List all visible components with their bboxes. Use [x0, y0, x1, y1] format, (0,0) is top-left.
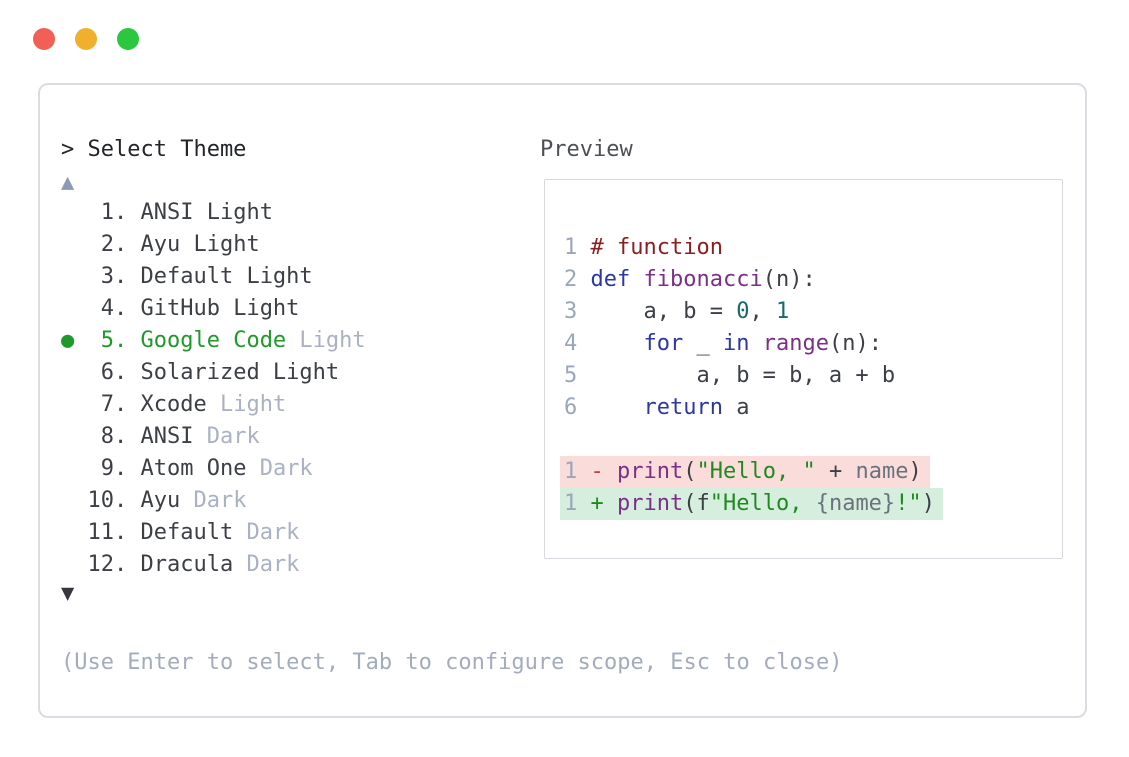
theme-label-segment: Xcode — [140, 392, 207, 417]
theme-label-segment: Default Light — [140, 264, 313, 289]
line-number: 3 — [564, 299, 591, 324]
bullet-spacer — [61, 520, 88, 545]
theme-label-segment: Solarized Light — [140, 360, 340, 385]
bullet-spacer — [61, 392, 88, 417]
theme-number: 9. — [87, 456, 141, 481]
theme-option[interactable]: 8. ANSI Dark — [61, 421, 366, 453]
theme-label-segment: Light — [206, 392, 287, 417]
theme-label-segment: Dark — [246, 456, 313, 481]
code-line: 1 + print(f"Hello, {name}!") — [560, 488, 943, 520]
theme-label-segment: Default — [140, 520, 234, 545]
theme-label-segment: Dark — [180, 488, 247, 513]
theme-option[interactable]: 2. Ayu Light — [61, 229, 366, 261]
theme-number: 3. — [87, 264, 141, 289]
zoom-button[interactable] — [117, 28, 139, 50]
theme-number: 7. — [87, 392, 141, 417]
line-number: 5 — [564, 363, 591, 388]
theme-option[interactable]: 7. Xcode Light — [61, 389, 366, 421]
bullet-spacer — [61, 552, 88, 577]
theme-number: 11. — [87, 520, 141, 545]
theme-option[interactable]: 12. Dracula Dark — [61, 549, 366, 581]
code-line: 3 a, b = 0, 1 — [564, 299, 790, 324]
selected-bullet-icon: ● — [61, 328, 88, 353]
theme-option[interactable]: 6. Solarized Light — [61, 357, 366, 389]
line-number: 1 — [564, 459, 591, 484]
line-number: 6 — [564, 395, 591, 420]
minimize-button[interactable] — [75, 28, 97, 50]
close-button[interactable] — [33, 28, 55, 50]
theme-label-segment: GitHub Light — [140, 296, 300, 321]
theme-label-segment: Google Code — [140, 328, 287, 353]
bullet-spacer — [61, 360, 88, 385]
theme-option[interactable]: 1. ANSI Light — [61, 197, 366, 229]
theme-label-segment: ANSI Light — [140, 200, 273, 225]
bullet-spacer — [61, 264, 88, 289]
theme-option[interactable]: 11. Default Dark — [61, 517, 366, 549]
theme-label-segment: Atom One — [140, 456, 247, 481]
theme-label-segment: Ayu Light — [140, 232, 260, 257]
theme-number: 12. — [87, 552, 141, 577]
theme-option[interactable]: 9. Atom One Dark — [61, 453, 366, 485]
code-line: 1 - print("Hello, " + name) — [560, 456, 943, 488]
dialog-title: > Select Theme — [61, 137, 247, 162]
theme-option[interactable]: 3. Default Light — [61, 261, 366, 293]
theme-label-segment: Dark — [193, 424, 260, 449]
bullet-spacer — [61, 232, 88, 257]
theme-number: 10. — [87, 488, 141, 513]
code-line: 1 # function — [564, 235, 723, 260]
footer-hint: (Use Enter to select, Tab to configure s… — [61, 650, 843, 675]
line-number: 1 — [564, 235, 591, 260]
theme-label-segment: Ayu — [140, 488, 181, 513]
code-line: 6 return a — [564, 395, 750, 420]
bullet-spacer — [61, 424, 88, 449]
theme-option[interactable]: 10. Ayu Dark — [61, 485, 366, 517]
theme-list: 1. ANSI Light 2. Ayu Light 3. Default Li… — [61, 197, 366, 581]
line-number: 2 — [564, 267, 591, 292]
traffic-lights — [33, 28, 139, 50]
bullet-spacer — [61, 200, 88, 225]
theme-number: 8. — [87, 424, 141, 449]
theme-number: 1. — [87, 200, 141, 225]
preview-label: Preview — [540, 137, 633, 162]
theme-label-segment: Dark — [233, 552, 300, 577]
code-line: 4 for _ in range(n): — [564, 331, 882, 356]
code-line: 5 a, b = b, a + b — [564, 363, 896, 388]
code-line — [564, 424, 943, 456]
theme-number: 5. — [87, 328, 141, 353]
bullet-spacer — [61, 296, 88, 321]
bullet-spacer — [61, 456, 88, 481]
theme-label-segment: Dracula — [140, 552, 234, 577]
preview-pane: 1 # function 2 def fibonacci(n): 3 a, b = … — [544, 179, 1063, 559]
code-line: 2 def fibonacci(n): — [564, 267, 816, 292]
theme-number: 6. — [87, 360, 141, 385]
theme-label-segment: ANSI — [140, 424, 194, 449]
theme-number: 2. — [87, 232, 141, 257]
theme-label-segment: Light — [286, 328, 366, 353]
line-number: 1 — [564, 491, 591, 516]
scroll-down-icon[interactable]: ▼ — [61, 581, 75, 606]
theme-number: 4. — [87, 296, 141, 321]
theme-option[interactable]: 4. GitHub Light — [61, 293, 366, 325]
bullet-spacer — [61, 488, 88, 513]
theme-selector-dialog: > Select Theme Preview ▲ 1. ANSI Light 2… — [38, 83, 1087, 718]
code-block: 1 # function 2 def fibonacci(n): 3 a, b = … — [560, 232, 943, 520]
theme-label-segment: Dark — [233, 520, 300, 545]
line-number: 4 — [564, 331, 591, 356]
theme-option[interactable]: ● 5. Google Code Light — [61, 325, 366, 357]
scroll-up-icon[interactable]: ▲ — [61, 170, 75, 195]
